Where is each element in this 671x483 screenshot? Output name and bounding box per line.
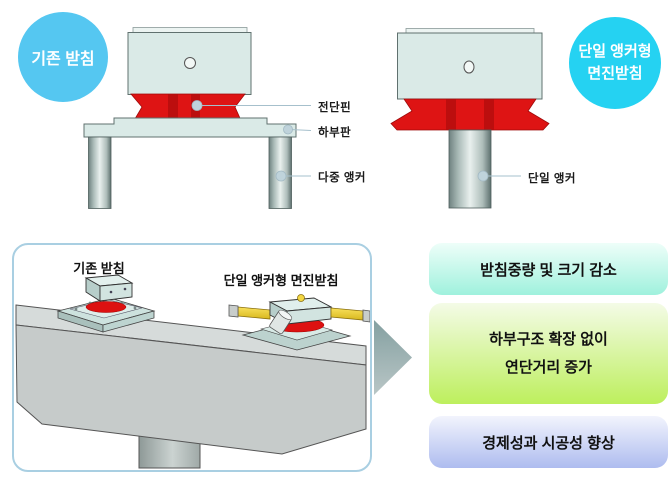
leader-lower-plate [289, 129, 312, 131]
axle-cap-left [228, 304, 239, 318]
dot-single-anchor [477, 170, 489, 182]
badge-existing-label: 기존 받침 [31, 51, 95, 68]
benefit-text: 경제성과 시공성 향상 [482, 434, 615, 452]
dot-lower-plate [283, 124, 293, 135]
existing-bearing-front [83, 27, 312, 209]
panel-label-existing: 기존 받침 [73, 261, 125, 276]
isometric-drawing [15, 274, 370, 469]
shear-wedge [130, 93, 246, 121]
single-anchor-bearing-front [390, 28, 550, 209]
front-views-drawing [83, 27, 550, 209]
benefit-box-edge-distance: 하부구조 확장 없이 연단거리 증가 [429, 303, 668, 404]
comparison-panel [12, 243, 372, 472]
bolt [109, 290, 113, 294]
cylinder-cap [278, 309, 293, 321]
benefit-text-line1: 하부구조 확장 없이 [489, 330, 608, 348]
base-plate-side [102, 310, 155, 333]
wedge-shade [484, 99, 494, 130]
callout-shear-pin: 전단핀 [318, 102, 352, 114]
wedge-shade [446, 99, 456, 130]
yellow-pin [297, 294, 305, 302]
benefit-text: 받침중량 및 크기 감소 [480, 261, 617, 279]
lower-plate [83, 117, 297, 138]
axle-cap-right [362, 309, 370, 323]
anchor-left [88, 136, 112, 209]
yellow-axle-left [237, 306, 271, 320]
front-cylinder [269, 309, 293, 335]
bolt [123, 287, 127, 291]
panel-label-single: 단일 앵커형 면진받침 [223, 273, 339, 288]
isolation-wedge [390, 98, 550, 131]
callout-multi-anchor: 다중 앵커 [318, 172, 367, 184]
yellow-axle-right [330, 307, 364, 321]
badge-single-anchor-bearing: 단일 앵커형 면진받침 [569, 17, 661, 109]
badge-single-label-line1: 단일 앵커형 [578, 43, 652, 60]
arrow-triangle [374, 320, 412, 395]
badge-existing-bearing: 기존 받침 [18, 12, 108, 102]
dot-shear-pin [191, 100, 203, 111]
badge-single-label-line2: 면진받침 [587, 65, 643, 82]
benefit-box-weight-size: 받침중량 및 크기 감소 [429, 243, 668, 295]
benefit-text-line2: 연단거리 증가 [505, 358, 592, 376]
single-anchor [448, 129, 492, 209]
bolt [133, 306, 137, 310]
block-hole [184, 57, 196, 69]
pier-cap-front [15, 324, 367, 455]
red-disc [85, 301, 127, 313]
single-anchor-bearing-iso [228, 294, 370, 351]
bolt [74, 307, 78, 311]
cube-right [99, 282, 133, 302]
dot-multi-anchor [275, 170, 287, 182]
existing-bearing-iso [56, 274, 156, 333]
benefit-box-economy: 경제성과 시공성 향상 [429, 416, 668, 468]
wedge-shade [168, 94, 178, 120]
flow-arrow-icon [374, 320, 412, 395]
callout-single-anchor: 단일 앵커 [528, 173, 577, 185]
block-hole [463, 60, 475, 74]
callout-lower-plate: 하부판 [318, 127, 352, 139]
